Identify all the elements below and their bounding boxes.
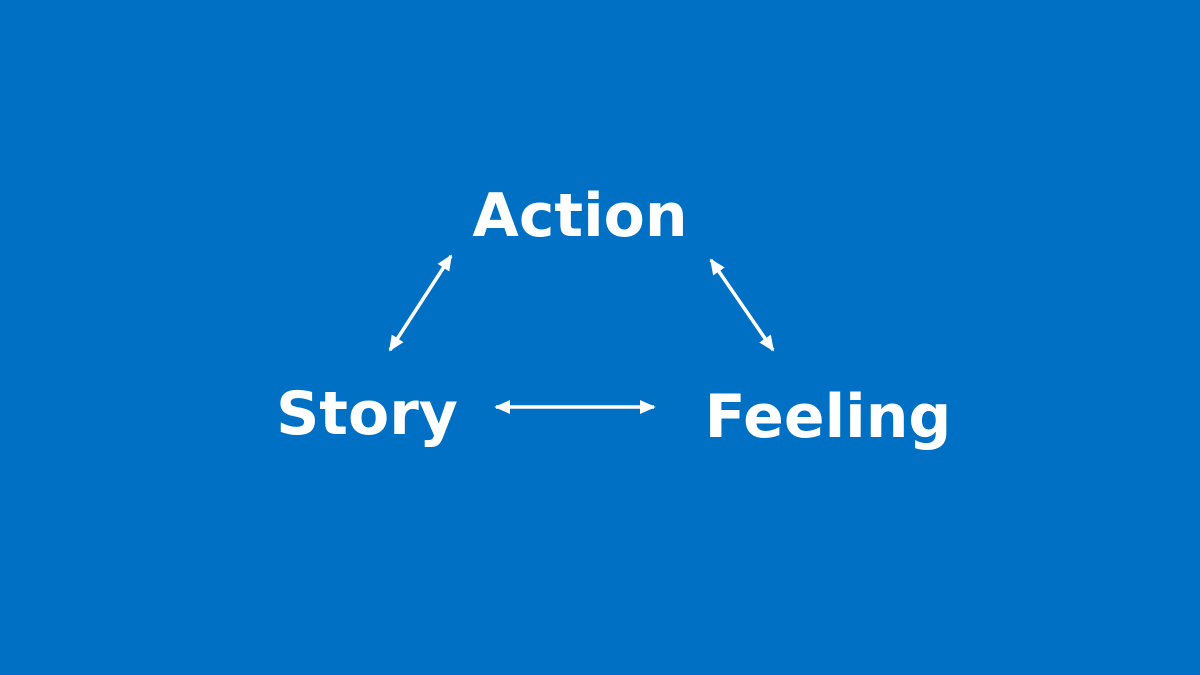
arrow-action-feeling [709, 258, 775, 352]
arrow-story-action [388, 254, 453, 352]
node-story: Story [276, 379, 458, 449]
node-feeling: Feeling [705, 382, 952, 452]
node-action: Action [472, 181, 687, 251]
